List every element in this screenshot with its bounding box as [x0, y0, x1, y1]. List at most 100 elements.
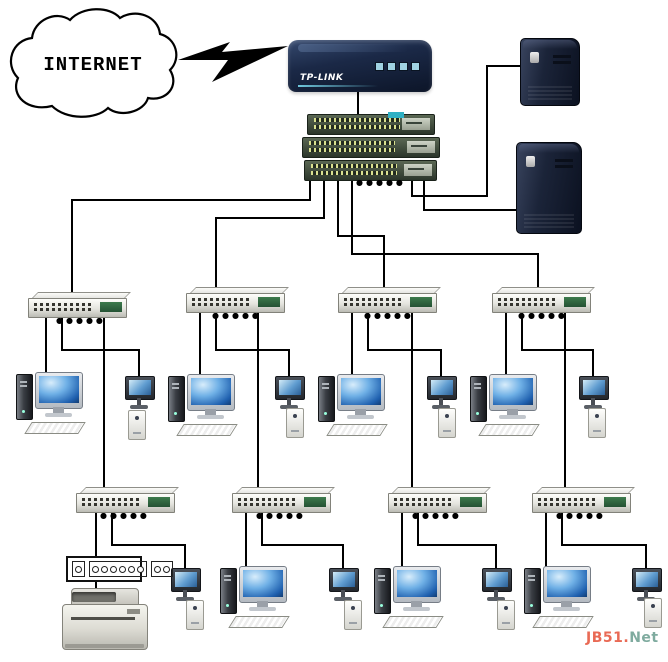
pc-keyboard-icon: [228, 616, 290, 628]
switch-side-panel: [402, 118, 430, 130]
wire-switch6-display: [261, 509, 344, 572]
switch-ports: [394, 498, 454, 501]
port-circle: [128, 565, 135, 573]
switch-ports: [238, 498, 298, 501]
mini-display-frame: [329, 568, 359, 592]
mini-display-neck: [591, 398, 595, 405]
pc-monitor-icon: [393, 566, 441, 603]
mini-display-frame: [427, 376, 457, 400]
small-device-7: [497, 600, 515, 630]
mini-display-neck: [644, 590, 648, 597]
switch-ports: [34, 308, 94, 311]
wire-core-to-server-1: [411, 65, 522, 197]
router-ports: [375, 62, 420, 71]
switch-port-row: [311, 171, 397, 175]
switch-ports: [82, 503, 142, 506]
mini-display-neck: [183, 590, 187, 597]
pc-monitor-base: [553, 607, 580, 611]
mini-display-base: [432, 405, 450, 409]
server-vents: [528, 84, 572, 100]
pc-monitor-icon: [239, 566, 287, 603]
mini-display-neck: [341, 590, 345, 597]
router-port: [387, 62, 396, 71]
router-top-highlight: [298, 44, 408, 52]
desktop-pc-2: [168, 374, 238, 438]
pc-monitor-base: [197, 415, 224, 419]
switch-port-row: [309, 141, 395, 145]
pc-monitor-icon: [337, 374, 385, 411]
pc-monitor-stand: [561, 601, 572, 607]
printer-control-panel: [127, 609, 140, 614]
rack-switch-unit-1: [307, 112, 435, 135]
pc-keyboard-icon: [382, 616, 444, 628]
switch-front-face: [232, 493, 331, 513]
printer-body: [62, 604, 148, 650]
mini-display-neck: [287, 398, 291, 405]
desktop-pc-6: [374, 566, 444, 630]
server-drive-slots: [553, 55, 571, 58]
pc-screen: [547, 570, 587, 597]
server-logo-badge: [526, 156, 535, 167]
small-device-1: [128, 410, 146, 440]
switch-brand-label: [258, 297, 280, 307]
mini-display-base: [176, 597, 194, 601]
mini-display-screen: [636, 572, 658, 587]
server-vents: [524, 212, 574, 228]
switch-brand-label: [604, 497, 626, 507]
access-switch-4: [492, 287, 595, 313]
desktop-pc-3: [318, 374, 388, 438]
server-drive-slots: [555, 159, 573, 162]
more-devices-dots: ●●●●●: [56, 316, 106, 325]
switch-port-row: [314, 118, 400, 122]
server-tower-1: [520, 38, 580, 106]
mini-display-screen: [486, 572, 508, 587]
pc-tower-icon: [16, 374, 33, 420]
mini-display-screen: [583, 380, 605, 395]
desktop-pc-7: [524, 566, 594, 630]
switch-front-face: [28, 298, 127, 318]
internet-label: INTERNET: [43, 54, 142, 76]
switch-ports: [538, 498, 598, 501]
access-switch-6: [232, 487, 335, 513]
desktop-pc-1: [16, 372, 86, 436]
patch-panel: [66, 556, 173, 582]
router-brand-label: TP-LINK: [300, 73, 344, 83]
mini-display-frame: [171, 568, 201, 592]
router-accent-stripe: [298, 85, 378, 87]
pc-keyboard-icon: [532, 616, 594, 628]
pc-monitor-base: [347, 415, 374, 419]
pc-monitor-stand: [53, 407, 64, 413]
mini-display-3: [427, 376, 457, 414]
mini-display-base: [130, 405, 148, 409]
server-top-face: [523, 40, 577, 49]
mini-display-base: [334, 597, 352, 601]
server-top-face: [519, 144, 579, 153]
wire-core-to-switch-4: [351, 178, 539, 293]
switch-front-face: [338, 293, 437, 313]
mini-display-base: [584, 405, 602, 409]
switch-ports: [82, 498, 142, 501]
switch-ports: [498, 298, 558, 301]
watermark: JB51.Net: [586, 630, 659, 646]
pc-tower-icon: [374, 568, 391, 614]
mini-display-base: [280, 405, 298, 409]
switch-side-panel: [404, 164, 432, 176]
wire-switch7-display: [417, 509, 497, 572]
mini-display-2: [275, 376, 305, 414]
switch-tag: [388, 112, 404, 118]
small-device-6: [344, 600, 362, 630]
watermark-part1: JB51.: [586, 630, 630, 646]
mini-display-6: [329, 568, 359, 606]
mini-display-neck: [137, 398, 141, 405]
pc-monitor-stand: [355, 409, 366, 415]
small-device-4: [588, 408, 606, 438]
lightning-bolt-icon: [178, 42, 288, 82]
wire-switch3-display: [367, 309, 442, 380]
pc-tower-icon: [318, 376, 335, 422]
switch-brand-label: [100, 302, 122, 312]
wire-core-to-switch-3: [337, 178, 385, 293]
mini-display-screen: [279, 380, 301, 395]
wire-switch2-display: [215, 309, 290, 380]
pc-monitor-icon: [187, 374, 235, 411]
